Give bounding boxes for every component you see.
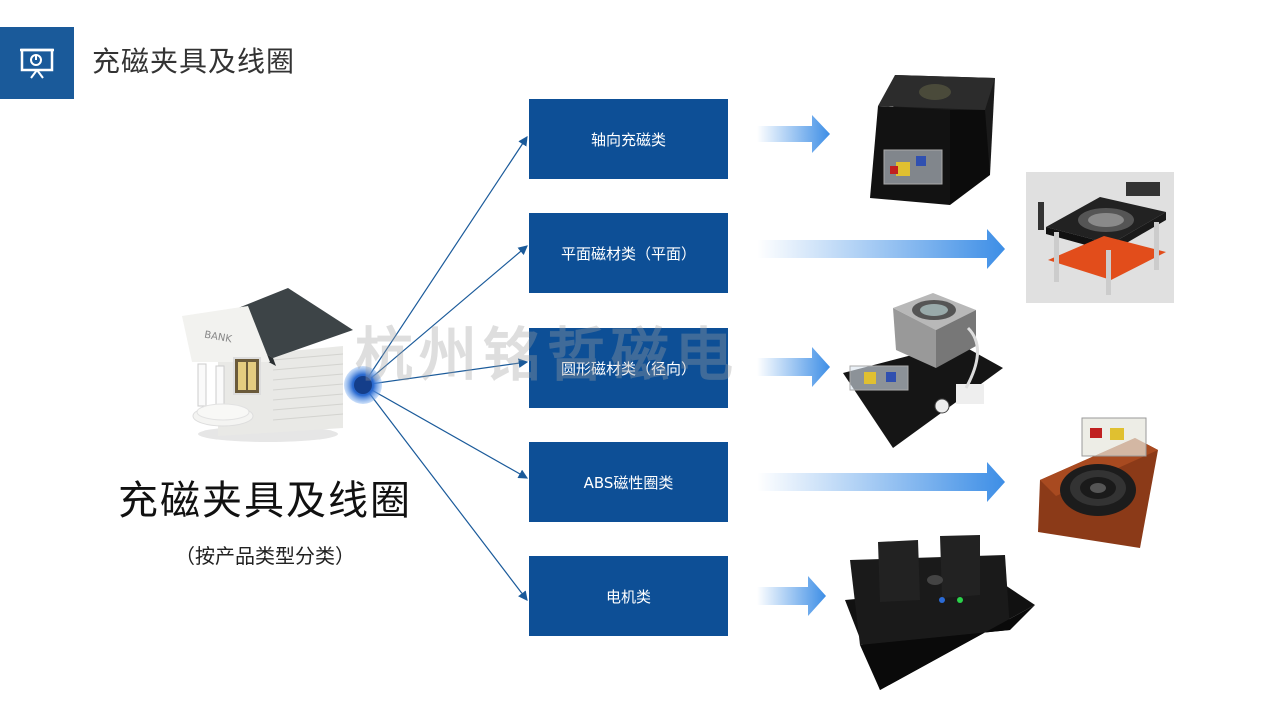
category-planar[interactable]: 平面磁材类（平面） [529, 213, 728, 293]
product-image-abs-ring [1038, 417, 1158, 548]
page-title: 充磁夹具及线圈 [92, 45, 296, 78]
product-image-motor [845, 535, 1035, 690]
presentation-icon [20, 48, 54, 79]
product-image-radial [843, 293, 1003, 448]
category-axial[interactable]: 轴向充磁类 [529, 99, 728, 179]
product-image-axial [870, 75, 995, 205]
flow-arrow-3 [757, 347, 830, 387]
connector-line-4 [362, 384, 529, 479]
connector-lines [362, 135, 529, 601]
category-radial[interactable]: 圆形磁材类（径向） [529, 328, 728, 408]
category-motor[interactable]: 电机类 [529, 556, 728, 636]
flow-arrow-2 [757, 229, 1005, 269]
connector-line-3 [362, 358, 529, 386]
connector-line-2 [362, 245, 528, 386]
flow-arrow-1 [757, 115, 830, 153]
hub-subtitle: （按产品类型分类） [175, 544, 355, 568]
connector-line-1 [362, 135, 528, 386]
connector-line-5 [362, 384, 528, 601]
hub-title: 充磁夹具及线圈 [118, 478, 412, 524]
building-sign: BANK [203, 330, 233, 346]
bank-building-image: BANK [182, 288, 353, 442]
product-image-planar [1026, 172, 1174, 303]
category-abs-ring[interactable]: ABS磁性圈类 [529, 442, 728, 522]
flow-arrow-4 [757, 462, 1005, 502]
flow-arrow-5 [757, 576, 826, 616]
flow-arrows [757, 115, 1005, 616]
title-icon-box [0, 27, 74, 99]
hub-node [344, 366, 382, 404]
